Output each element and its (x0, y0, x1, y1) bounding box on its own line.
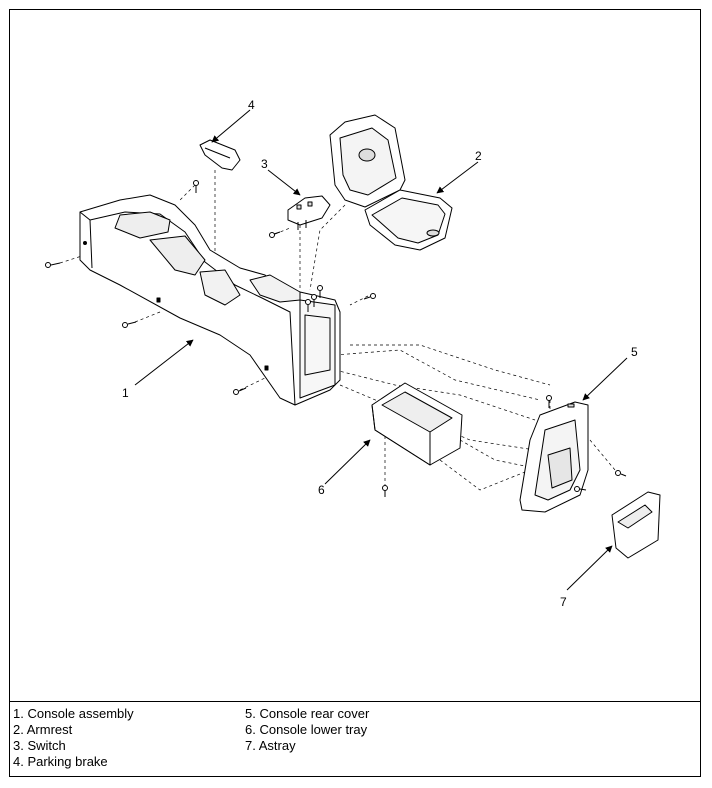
screw-icon (574, 486, 587, 492)
screw-icon (546, 395, 552, 408)
legend-item: 2. Armrest (13, 722, 73, 737)
screw-fasteners (45, 180, 627, 497)
screw-icon (122, 321, 137, 328)
screw-icon (382, 485, 388, 497)
console-lower-tray-part (371, 382, 463, 466)
screw-icon (317, 285, 323, 298)
console-rear-cover-part (519, 401, 589, 513)
legend-divider (10, 701, 700, 702)
callout-number-1: 1 (122, 386, 129, 400)
callout-number-3: 3 (261, 157, 268, 171)
switch-part (287, 195, 331, 230)
screw-icon (233, 387, 247, 395)
armrest-part (329, 114, 453, 251)
callout-number-2: 2 (475, 149, 482, 163)
assembly-guide-lines (59, 170, 616, 491)
legend-item: 4. Parking brake (13, 754, 108, 769)
legend-item: 1. Console assembly (13, 706, 134, 721)
legend-right-column: 5. Console rear cover 6. Console lower t… (245, 706, 369, 754)
callout-number-4: 4 (248, 98, 255, 112)
screw-icon (311, 294, 317, 307)
legend-item: 5. Console rear cover (245, 706, 370, 721)
screw-icon (269, 231, 281, 238)
callout-number-7: 7 (560, 595, 567, 609)
callout-number-5: 5 (631, 345, 638, 359)
legend-item: 7. Astray (245, 738, 296, 753)
parking-brake-part (199, 139, 241, 171)
legend-item: 6. Console lower tray (245, 722, 368, 737)
callout-number-6: 6 (318, 483, 325, 497)
callout-leaders (134, 109, 628, 591)
screw-icon (363, 293, 376, 300)
screw-icon (193, 180, 199, 193)
console-assembly-part (79, 194, 341, 406)
exploded-view-drawing: 1 2 3 4 5 6 7 (45, 98, 661, 609)
legend-item: 3. Switch (13, 738, 66, 753)
screw-icon (45, 262, 61, 268)
legend-left-column: 1. Console assembly 2. Armrest 3. Switch… (13, 706, 134, 770)
ashtray-part (611, 491, 661, 559)
screw-icon (615, 470, 627, 477)
screw-icon (305, 299, 311, 312)
diagram-frame (9, 9, 701, 777)
